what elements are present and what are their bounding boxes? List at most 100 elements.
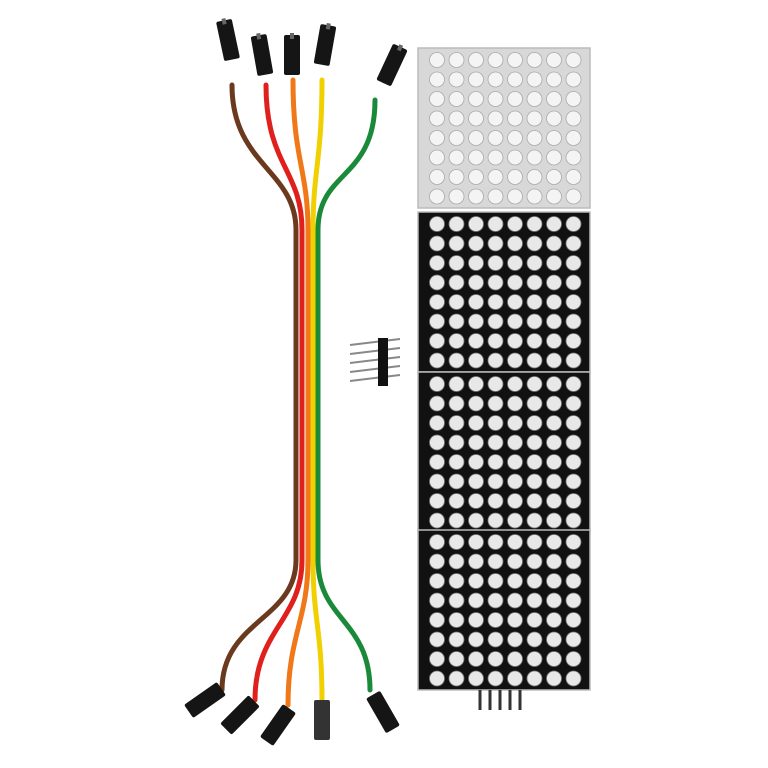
led	[526, 415, 543, 431]
matrix-module	[417, 47, 591, 209]
led	[546, 415, 562, 431]
led	[429, 493, 445, 509]
led	[507, 333, 523, 349]
led	[468, 91, 484, 107]
led	[487, 454, 504, 470]
led	[487, 651, 504, 667]
led	[565, 631, 582, 648]
led	[565, 169, 582, 185]
led	[448, 434, 465, 451]
led	[526, 149, 543, 166]
led	[429, 294, 445, 310]
led	[468, 376, 484, 392]
led	[546, 395, 562, 412]
led	[565, 333, 582, 349]
led	[448, 493, 465, 509]
led	[526, 493, 543, 509]
led	[487, 376, 504, 392]
dupont-connector-top	[313, 22, 337, 66]
dupont-connector-bottom	[314, 700, 330, 740]
led	[507, 592, 523, 609]
led	[526, 553, 543, 570]
led	[487, 274, 504, 291]
dupont-connector-bottom	[366, 691, 400, 733]
led	[546, 52, 562, 68]
led	[565, 395, 582, 412]
led	[468, 473, 484, 490]
led	[526, 573, 543, 589]
led	[565, 235, 582, 252]
led	[546, 130, 562, 146]
led	[546, 612, 562, 628]
led	[565, 592, 582, 609]
led	[526, 52, 543, 68]
led	[526, 376, 543, 392]
led	[429, 434, 445, 451]
led	[448, 274, 465, 291]
led	[429, 512, 445, 529]
led	[487, 415, 504, 431]
led	[546, 235, 562, 252]
led	[448, 352, 465, 369]
header-pin	[349, 347, 401, 355]
led	[546, 352, 562, 369]
led	[565, 512, 582, 529]
led	[546, 333, 562, 349]
led	[565, 651, 582, 667]
led	[487, 71, 504, 88]
led	[546, 169, 562, 185]
led	[448, 333, 465, 349]
led	[468, 553, 484, 570]
led	[429, 130, 445, 146]
led	[468, 71, 484, 88]
led	[487, 169, 504, 185]
led	[546, 534, 562, 550]
dupont-connector-top	[376, 44, 408, 86]
led	[565, 274, 582, 291]
led	[468, 188, 484, 205]
led	[507, 512, 523, 529]
led	[429, 352, 445, 369]
led	[526, 274, 543, 291]
led	[468, 512, 484, 529]
led	[507, 352, 523, 369]
led	[448, 235, 465, 252]
led	[507, 612, 523, 628]
led	[546, 376, 562, 392]
led	[546, 512, 562, 529]
led	[487, 235, 504, 252]
led	[565, 91, 582, 107]
led	[526, 434, 543, 451]
led	[429, 149, 445, 166]
matrix-module	[417, 529, 591, 691]
led	[448, 255, 465, 271]
led	[546, 573, 562, 589]
led	[448, 415, 465, 431]
led	[526, 188, 543, 205]
dupont-connector-top	[284, 33, 300, 75]
led	[507, 71, 523, 88]
led	[448, 631, 465, 648]
led	[565, 434, 582, 451]
led	[429, 71, 445, 88]
led	[487, 592, 504, 609]
led	[448, 553, 465, 570]
led	[507, 573, 523, 589]
led	[487, 110, 504, 127]
led	[487, 91, 504, 107]
led	[487, 473, 504, 490]
led	[468, 294, 484, 310]
jumper-wires	[184, 18, 408, 746]
led	[448, 216, 465, 232]
led	[526, 454, 543, 470]
led	[546, 294, 562, 310]
led	[429, 376, 445, 392]
led	[565, 612, 582, 628]
led	[546, 255, 562, 271]
led	[448, 110, 465, 127]
led	[448, 512, 465, 529]
led	[507, 294, 523, 310]
led	[526, 473, 543, 490]
led	[429, 473, 445, 490]
led	[448, 188, 465, 205]
